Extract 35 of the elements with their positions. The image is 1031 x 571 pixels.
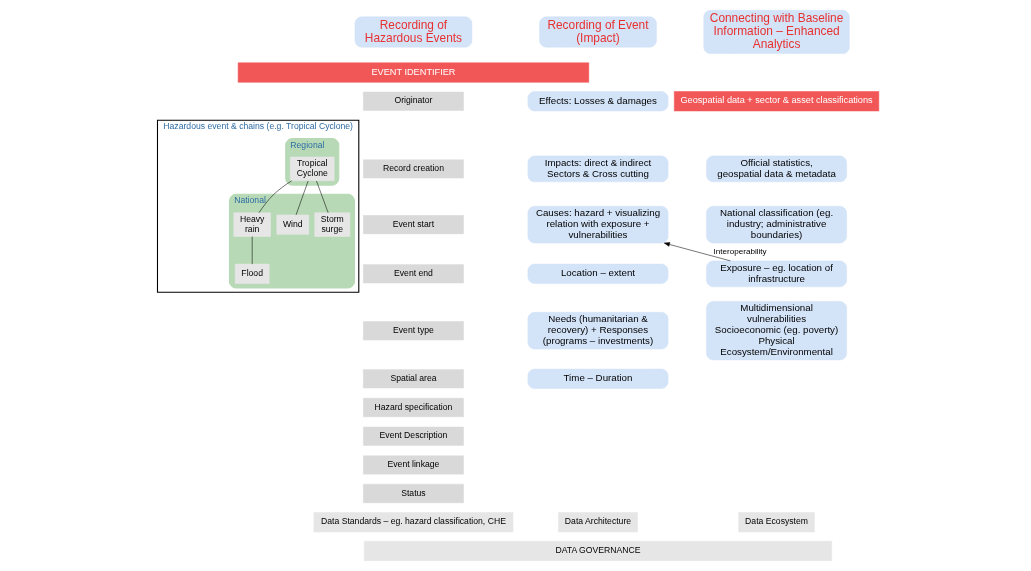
node-box: Impacts: direct & indirect Sectors & Cross cutting (527, 155, 668, 183)
node-box: Data Standards – eg. hazard classification, CHE (313, 512, 513, 533)
node-box: EVENT IDENTIFIER (237, 62, 589, 83)
node-box: Flood (234, 263, 269, 284)
node-box: Recording of Event (Impact) (538, 16, 657, 48)
arrow (663, 242, 731, 262)
node-box: Needs (humanitarian & recovery) + Responses (programs – investments) (527, 312, 668, 350)
node-box: Event start (362, 214, 464, 235)
node-box: Record creation (362, 158, 464, 179)
node-box: Exposure – eg. location of infrastructure (705, 260, 847, 288)
node-box: Effects: Losses & damages (527, 91, 668, 112)
node-box: DATA GOVERNANCE (363, 540, 832, 561)
node-box: Event linkage (362, 454, 464, 475)
node-box: Connecting with Baseline Information – Enhanced Analytics (703, 10, 850, 54)
node-box: Official statistics, geospatial data & metadata (705, 155, 847, 183)
node-box: Tropical Cyclone (289, 156, 334, 182)
node-box: Event type (362, 320, 464, 341)
node-box: Data Architecture (557, 512, 638, 533)
node-box: Status (362, 483, 464, 504)
node-box: Originator (362, 91, 464, 112)
node-box: National classification (eg. industry; administrative boundaries) (705, 205, 847, 244)
node-box: Causes: hazard + visualizing relation with exposure + vulnerabilities (527, 205, 668, 244)
node-box: Time – Duration (527, 368, 668, 389)
node-box: Spatial area (362, 368, 464, 389)
node-box: Recording of Hazardous Events (354, 16, 472, 48)
node-box: Data Ecosystem (737, 512, 815, 533)
node-box: Wind (276, 214, 309, 235)
node-box: Hazard specification (362, 397, 464, 418)
node-box: Heavy rain (233, 212, 271, 237)
node-box: Event end (362, 263, 464, 284)
node-box: Storm surge (313, 212, 350, 237)
node-box: Multidimensional vulnerabilities Socioeconomic (eg. poverty) Physical Ecosystem/Environmental (705, 301, 847, 361)
node-box: Location – extent (527, 263, 668, 284)
node-box: Geospatial data + sector & asset classifications (673, 91, 879, 112)
node-box: Event Description (362, 426, 464, 447)
